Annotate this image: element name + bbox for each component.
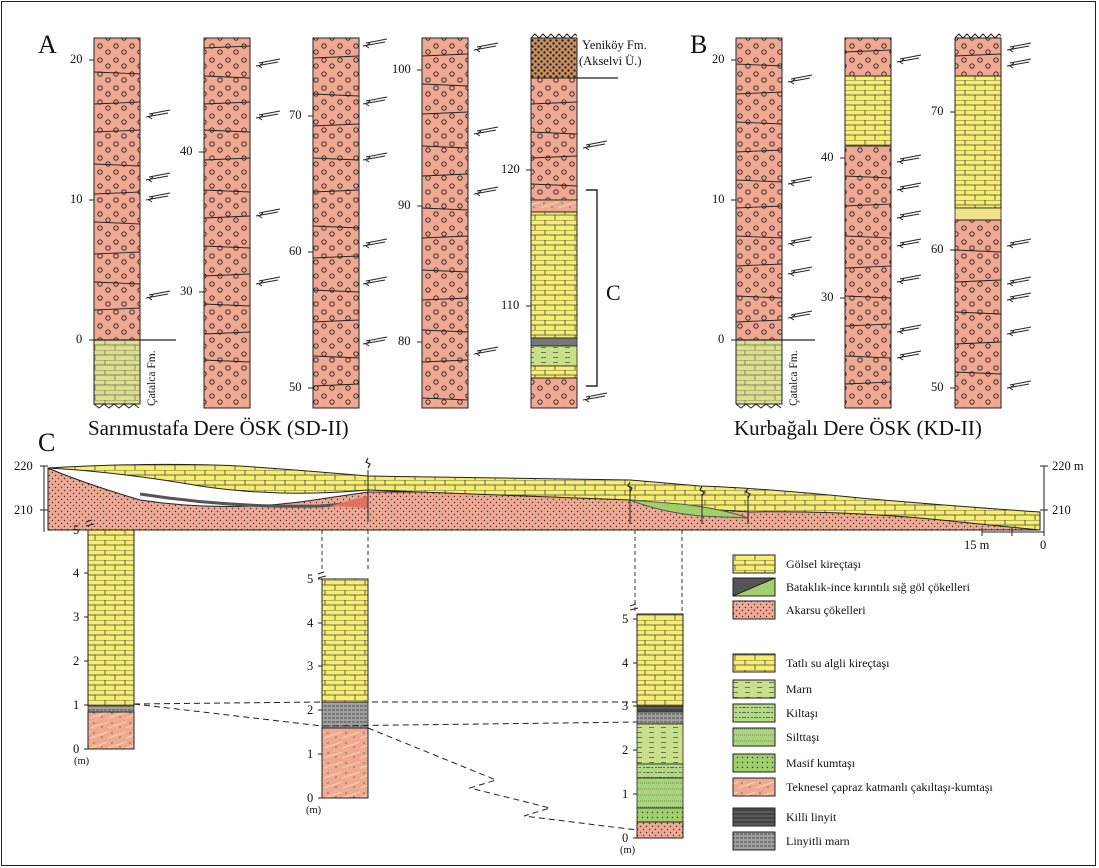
tick-a3-50: 50	[289, 380, 302, 394]
column-a2	[199, 37, 281, 409]
log-c1-1: 1	[73, 698, 80, 712]
tick-b1-10: 10	[712, 192, 725, 206]
tick-a4-100: 100	[392, 62, 411, 76]
log-c2-1: 1	[307, 747, 314, 761]
tick-b1-0: 0	[718, 332, 725, 346]
log-c1-0: 0	[73, 742, 80, 756]
tick-a2-30: 30	[180, 284, 193, 298]
panel-label-b: B	[690, 30, 708, 59]
column-a1	[89, 37, 176, 409]
log-c2-3: 3	[307, 659, 314, 673]
legend-swatches	[732, 554, 776, 851]
xs-scale-0: 0	[1040, 538, 1047, 552]
xs-right-220: 220 m	[1052, 459, 1084, 473]
log-c3-0: 0	[622, 831, 629, 845]
log-c1-4: 4	[73, 566, 80, 580]
legend-linyitli-marn: Linyitli marn	[786, 834, 850, 848]
legend-akarsu: Akarsu çökelleri	[786, 603, 866, 617]
yenikoy-label: Yeniköy Fm.	[582, 38, 647, 52]
legend-marn: Marn	[786, 682, 812, 696]
log-c2-unit: (m)	[306, 805, 322, 816]
log-ticks	[84, 529, 637, 839]
legend-tatli-su: Tatlı su algli kireçtaşı	[786, 656, 890, 670]
column-a3	[308, 37, 388, 409]
column-a4	[417, 37, 499, 409]
log-c2-5: 5	[307, 572, 314, 586]
tick-b3-50: 50	[931, 380, 944, 394]
log-c3-4: 4	[622, 656, 629, 670]
catalca-label-b: Çatalca Fm.	[788, 350, 800, 406]
cross-section	[40, 457, 1048, 614]
legend-golsel: Gölsel kireçtaşı	[786, 557, 861, 571]
tick-b1-20: 20	[712, 52, 725, 66]
tick-b3-60: 60	[931, 242, 944, 256]
tick-b2-40: 40	[821, 150, 834, 164]
column-b2	[840, 37, 922, 409]
log-c3-unit: (m)	[620, 845, 636, 856]
bracket-label-c: C	[606, 280, 621, 305]
tick-a1-20: 20	[70, 52, 83, 66]
column-b3	[950, 33, 1032, 409]
log-c2-2: 2	[307, 703, 314, 717]
xs-scale-15m: 15 m	[964, 538, 990, 552]
xs-left-220: 220	[14, 459, 33, 473]
log-c2-4: 4	[307, 616, 314, 630]
log-c3-2: 2	[622, 743, 629, 757]
log-c3-3: 3	[622, 699, 629, 713]
legend-masif-kumtasi: Masif kumtaşı	[786, 756, 855, 770]
catalca-label-a: Çatalca Fm.	[146, 350, 158, 406]
legend-kiltasi: Kiltaşı	[786, 706, 818, 720]
column-a5	[526, 33, 618, 409]
log-c3-5: 5	[622, 612, 629, 626]
correlation-lines	[133, 701, 638, 831]
panel-label-c: C	[38, 428, 56, 457]
tick-a5-120: 120	[501, 162, 520, 176]
log-c1-3: 3	[73, 610, 80, 624]
xs-left-210: 210	[14, 503, 33, 517]
column-b1	[731, 37, 815, 409]
akselvi-label: (Akselvi Ü.)	[579, 54, 642, 68]
legend-bataklik: Bataklık-ince kırıntılı sığ göl çökeller…	[786, 580, 970, 594]
tick-a1-10: 10	[70, 192, 83, 206]
log-c1-2: 2	[73, 654, 80, 668]
tick-a4-90: 90	[398, 198, 411, 212]
section-title-b: Kurbağalı Dere ÖSK (KD-II)	[734, 416, 982, 440]
log-c3	[629, 603, 684, 839]
panel-label-a: A	[38, 30, 57, 59]
tick-a3-70: 70	[289, 108, 302, 122]
log-c1-unit: (m)	[74, 756, 90, 767]
xs-right-210: 210	[1052, 503, 1071, 517]
log-c1	[85, 519, 135, 750]
log-c2-0: 0	[307, 791, 314, 805]
tick-a3-60: 60	[289, 244, 302, 258]
log-c2	[317, 571, 369, 799]
tick-a5-110: 110	[501, 298, 520, 312]
tick-a2-40: 40	[180, 144, 193, 158]
section-title-a: Sarımustafa Dere ÖSK (SD-II)	[88, 416, 349, 440]
legend-teknesel: Teknesel çapraz katmanlı çakıltaşı-kumta…	[786, 780, 993, 794]
tick-a1-0: 0	[76, 332, 83, 346]
tick-b2-30: 30	[821, 290, 834, 304]
tick-b3-70: 70	[931, 104, 944, 118]
legend-killi-linyit: Killi linyit	[786, 810, 837, 824]
log-c3-1: 1	[622, 787, 629, 801]
log-c1-5: 5	[73, 523, 80, 537]
tick-a4-80: 80	[398, 334, 411, 348]
legend-silttasi: Silttaşı	[786, 730, 820, 744]
